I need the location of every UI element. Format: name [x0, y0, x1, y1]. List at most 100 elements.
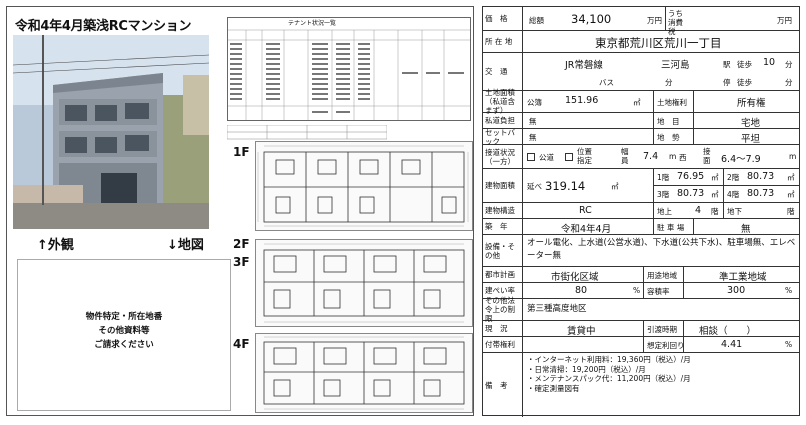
building-image	[13, 35, 209, 229]
floor4-label: 4階	[727, 190, 740, 199]
price-total-label: 総額	[529, 16, 544, 25]
floor1-unit: ㎡	[711, 173, 719, 182]
setback-value: 無	[529, 133, 537, 142]
built-row: 築 年 令和4年4月 駐 車 場 無	[483, 219, 799, 235]
rent-table-title: テナント状況一覧	[288, 20, 337, 27]
other-limits-row: その他法令上の制限 第三種高度地区	[483, 296, 799, 323]
map-caption: ↓地図	[167, 238, 204, 253]
building-total-label: 延べ	[527, 182, 542, 191]
road-direction: 西	[679, 153, 687, 162]
coverage-unit: %	[633, 286, 641, 295]
below-ground-label: 地下	[727, 207, 742, 216]
built-value: 令和4年4月	[561, 224, 612, 235]
land-area-row: 土地面積（私道含まず） 公簿 151.96 ㎡ 土地権利 所有権	[483, 88, 799, 115]
road-frontage-label: 接面	[703, 147, 711, 165]
building-area-label: 建物面積	[483, 169, 523, 202]
terrain-label: 地 勢	[657, 133, 680, 142]
road-type: 公道	[539, 153, 554, 162]
rent-roll-grid	[228, 29, 470, 120]
setback-label: セットバック	[483, 128, 523, 146]
road-position-checkbox	[565, 153, 573, 161]
yield-value: 4.41	[721, 339, 743, 350]
private-road-label: 私道負担	[483, 113, 523, 128]
land-category-label: 地 目	[657, 117, 680, 126]
location-label: 所 在 地	[483, 31, 523, 52]
yield-row: 付帯権利 想定利回り 4.41 %	[483, 337, 799, 353]
handover-label: 引渡時期	[647, 325, 677, 334]
far-unit: %	[785, 286, 793, 295]
walk-label: 徒歩	[737, 60, 752, 69]
floor-plan-4f	[255, 333, 473, 413]
status-row: 現 況 賃貸中 引渡時期 相談（ ）	[483, 321, 799, 337]
page-title: 令和4年4月築浅RCマンション	[15, 15, 191, 36]
transport-row: 交 通 JR常磐線 三河島 駅 徒歩 10 分 バス 分 停 徒歩 分	[483, 53, 799, 91]
road-row: 接道状況（一方） 公道 位置指定 幅員 7.4 m 西 接面 6.4〜7.9 m	[483, 145, 799, 169]
stop-walk-label: 徒歩	[737, 78, 752, 87]
facilities-label: 設備・その他	[483, 235, 523, 266]
floor-plan-1f-drawing	[257, 145, 469, 227]
bus-min-unit: 分	[665, 78, 673, 87]
yield-name-label: 想定利回り	[647, 341, 685, 350]
floor4-value: 80.73	[747, 188, 775, 199]
floor2-unit: ㎡	[787, 173, 795, 182]
other-limits-label: その他法令上の制限	[483, 296, 523, 323]
floor-label-1f: 1F	[233, 145, 250, 159]
remark-item: ・確定測量図有	[527, 383, 580, 393]
above-ground-unit: 階	[711, 207, 719, 216]
floor2-label: 2階	[727, 173, 740, 182]
walk-minutes: 10	[763, 57, 776, 68]
yield-unit: %	[785, 340, 793, 349]
building-area-unit: ㎡	[611, 182, 619, 191]
status-value: 賃貸中	[567, 326, 596, 337]
zoning-label: 用途地域	[647, 271, 677, 280]
private-road-value: 無	[529, 117, 537, 126]
map-note: 物件特定・所在地番 その他資料等 ご請求ください	[18, 310, 230, 352]
planning-row: 都市計画 市街化区域 用途地域 準工業地域	[483, 267, 799, 283]
tax-label: うち消費税	[668, 9, 683, 36]
road-position: 位置指定	[577, 147, 592, 165]
structure-value: RC	[579, 205, 592, 216]
land-right-value: 所有権	[737, 98, 766, 109]
parking-label: 駐 車 場	[657, 223, 685, 232]
floor-plan-2f-3f-drawing	[263, 243, 465, 323]
land-right-label: 土地権利	[657, 98, 687, 107]
land-category-value: 宅地	[741, 118, 761, 129]
structure-row: 建物構造 RC 地上 4 階 地下 階	[483, 203, 799, 219]
terrain-value: 平坦	[741, 134, 761, 145]
road-label: 接道状況（一方）	[483, 145, 523, 168]
tax-unit: 万円	[777, 16, 792, 25]
floor-plan-2f-3f	[255, 239, 473, 327]
remark-item: ・日常清掃：19,200円（税込）/月	[527, 364, 646, 374]
planning-value: 市街化区域	[551, 272, 599, 283]
remarks-label: 備 考	[483, 353, 523, 417]
remarks-row: 備 考 ・インターネット利用料：19,360円（税込）/月 ・日常清掃：19,2…	[483, 353, 799, 417]
status-label: 現 況	[483, 321, 523, 336]
road-frontage-value: 6.4〜7.9	[721, 154, 761, 165]
price-unit: 万円	[647, 16, 662, 25]
exterior-caption: ↑外観	[37, 238, 74, 253]
land-area-value: 151.96	[565, 95, 599, 106]
land-area-label: 土地面積（私道含まず）	[483, 88, 523, 115]
planning-label: 都市計画	[483, 267, 523, 282]
station-name: 三河島	[661, 60, 690, 71]
far-label: 容積率	[647, 287, 670, 296]
location-value: 東京都荒川区荒川一丁目	[595, 36, 722, 50]
price-value: 34,100	[571, 12, 612, 26]
bus-label: バス	[599, 78, 614, 87]
exterior-photo	[13, 35, 209, 229]
parking-value: 無	[741, 224, 751, 235]
stop-label: 停	[723, 78, 731, 87]
coverage-value: 80	[575, 285, 588, 296]
built-label: 築 年	[483, 219, 523, 234]
transport-label: 交 通	[483, 53, 523, 90]
floor3-label: 3階	[657, 190, 670, 199]
facilities-row: 設備・その他 オール電化、上水道(公営水道)、下水道(公共下水)、駐車場無、エレ…	[483, 235, 799, 267]
land-area-unit: ㎡	[633, 98, 641, 107]
building-area-row: 建物面積 延べ 319.14 ㎡ 1階 76.95 ㎡ 2階 80.73 ㎡ 3…	[483, 169, 799, 203]
floor1-label: 1階	[657, 173, 670, 182]
road-width-value: 7.4	[643, 151, 659, 162]
train-line: JR常磐線	[565, 60, 603, 71]
handover-value: 相談（ ）	[699, 326, 757, 337]
floor-plan-1f	[255, 141, 473, 231]
zoning-value: 準工業地域	[719, 272, 767, 283]
